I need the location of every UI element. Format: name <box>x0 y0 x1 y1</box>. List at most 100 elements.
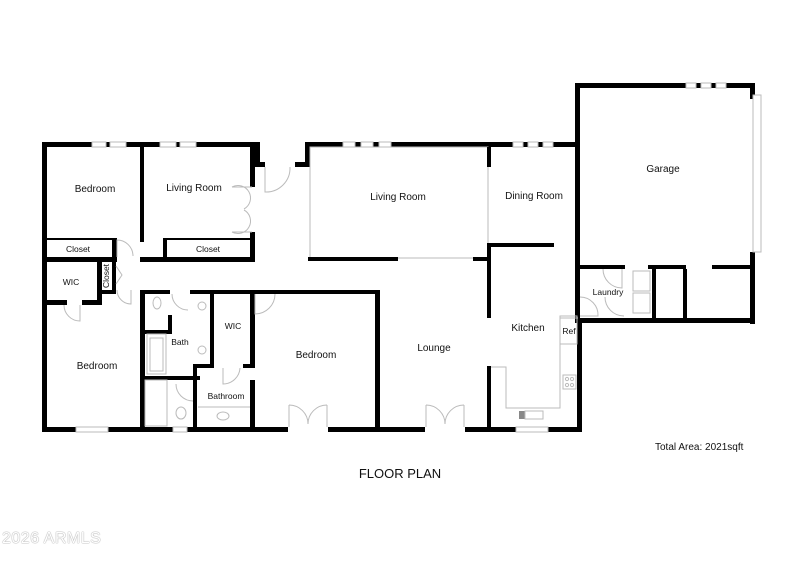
door-opening <box>425 425 465 433</box>
living-room-outline <box>309 146 489 259</box>
wall <box>193 380 197 427</box>
window <box>91 141 107 148</box>
wall <box>305 142 580 147</box>
wall <box>145 330 170 334</box>
wall <box>140 290 170 294</box>
wall <box>250 380 255 427</box>
wall <box>163 238 167 262</box>
double-door <box>288 404 328 427</box>
door <box>171 293 189 311</box>
wall <box>140 147 144 242</box>
window <box>342 141 356 148</box>
wall <box>145 376 200 380</box>
window <box>109 141 127 148</box>
wall <box>487 243 491 318</box>
sink <box>216 411 230 421</box>
appliance-label-ref: Ref <box>562 326 576 336</box>
window <box>700 82 712 89</box>
wall <box>750 83 755 99</box>
wall <box>487 366 491 427</box>
stove <box>562 374 577 390</box>
wall <box>487 243 554 247</box>
wall <box>193 364 213 368</box>
wall <box>112 262 116 294</box>
window <box>527 141 539 148</box>
room-label-bathroom: Bathroom <box>208 391 245 401</box>
wall <box>255 142 260 167</box>
wall <box>97 290 115 294</box>
sink <box>197 345 207 355</box>
kitchen-sink <box>524 410 544 420</box>
refrigerator <box>559 315 578 345</box>
dishwasher <box>519 411 525 419</box>
wall <box>580 265 625 269</box>
wall <box>295 162 309 167</box>
window <box>75 426 109 433</box>
bathtub <box>146 333 167 375</box>
wall <box>683 269 687 321</box>
door-opening <box>288 425 328 433</box>
wall <box>140 257 255 262</box>
door <box>579 268 625 317</box>
room-label-dining-room: Dining Room <box>505 191 563 202</box>
room-label-wic: WIC <box>63 277 80 287</box>
double-door <box>425 404 465 427</box>
wall <box>577 318 582 432</box>
wall <box>305 142 310 167</box>
door <box>254 293 276 315</box>
burner <box>569 382 575 388</box>
window <box>159 141 177 148</box>
room-label-living-room: Living Room <box>166 183 222 194</box>
wall <box>575 83 755 88</box>
wall <box>712 265 752 269</box>
wall <box>255 162 265 167</box>
wall <box>82 300 102 305</box>
wall <box>42 142 260 147</box>
wall <box>487 147 491 167</box>
wall <box>168 315 172 334</box>
wall <box>308 257 398 261</box>
room-label-closet: Closet <box>66 244 91 254</box>
room-label-closet-vertical: Closet <box>101 263 111 288</box>
kitchen-counter <box>491 317 578 409</box>
wall <box>575 83 580 323</box>
wall <box>250 294 255 364</box>
sink <box>197 301 207 311</box>
double-door <box>231 184 252 235</box>
entry-door <box>264 166 291 193</box>
burner <box>569 376 575 382</box>
floor-plan-title: FLOOR PLAN <box>358 466 442 481</box>
wall <box>193 364 197 382</box>
shower <box>144 379 168 427</box>
door <box>116 289 132 305</box>
garage-door <box>752 94 762 253</box>
window <box>685 82 697 89</box>
room-label-laundry: Laundry <box>593 287 624 297</box>
wall <box>750 252 755 324</box>
window <box>172 426 188 433</box>
wall <box>473 257 491 261</box>
room-label-kitchen: Kitchen <box>511 323 544 334</box>
wall <box>250 147 255 187</box>
room-label-garage: Garage <box>646 164 680 175</box>
room-label-living-room: Living Room <box>370 192 426 203</box>
wall <box>47 238 117 240</box>
wall <box>140 292 145 427</box>
room-label-bedroom: Bedroom <box>75 184 116 195</box>
wall <box>112 238 117 262</box>
window <box>715 82 727 89</box>
wall <box>250 232 255 260</box>
window <box>512 141 524 148</box>
wall <box>580 318 755 323</box>
window <box>179 141 197 148</box>
wall <box>652 269 656 321</box>
window <box>542 141 554 148</box>
watermark: 2026 ARMLS <box>2 530 102 547</box>
wall <box>42 142 47 432</box>
wall <box>97 262 102 305</box>
door <box>222 367 241 385</box>
toilet <box>152 296 162 310</box>
room-label-bedroom: Bedroom <box>296 350 337 361</box>
room-label-bedroom: Bedroom <box>77 361 118 372</box>
